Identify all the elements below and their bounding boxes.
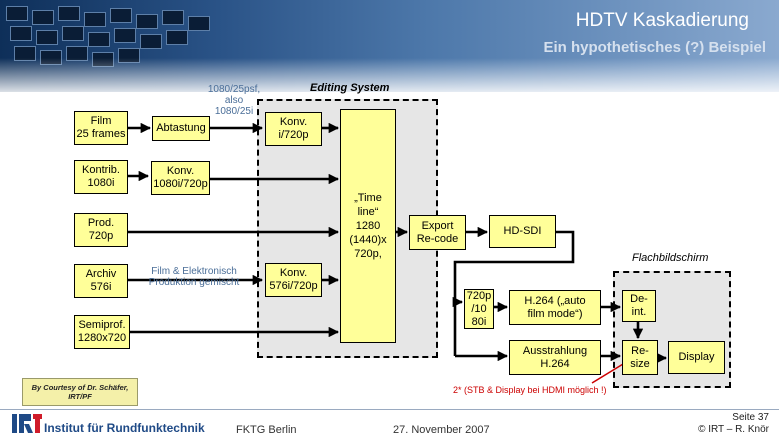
flachbildschirm-label: Flachbildschirm	[632, 252, 709, 264]
header-fade	[0, 58, 779, 98]
logo-text: Institut für Rundfunktechnik	[44, 421, 205, 435]
node-konv-576i-720p: Konv. 576i/720p	[265, 263, 322, 297]
monitor-wall-graphic	[6, 4, 256, 70]
slide-title: HDTV Kaskadierung	[575, 10, 749, 31]
editing-system-label: Editing System	[310, 82, 390, 94]
film-elektronisch-note: Film & Elektronisch Produktion gemischt	[148, 266, 240, 288]
node-timeline: „Time line“ 1280 (1440)x 720p,	[340, 109, 396, 343]
node-display: Display	[668, 341, 725, 374]
format-note: 1080/25psf, also 1080/25i	[207, 84, 261, 117]
footer-divider	[0, 409, 779, 410]
node-prod: Prod. 720p	[74, 213, 128, 247]
node-ausstrahlung-h264: Ausstrahlung H.264	[509, 340, 601, 375]
node-semiprof: Semiprof. 1280x720	[74, 315, 130, 349]
node-film: Film 25 frames	[74, 111, 128, 145]
node-konv-i-720p: Konv. i/720p	[265, 112, 322, 146]
node-deint: De- int.	[622, 290, 656, 322]
courtesy-line-2: IRT/PF	[68, 392, 92, 401]
line-hdsdi-route	[453, 230, 575, 356]
node-konv-1080i-720p: Konv. 1080i/720p	[151, 161, 210, 195]
node-export-recode: Export Re-code	[409, 215, 466, 250]
node-720p-1080i-converter: 720p /10 80i	[464, 289, 494, 329]
copyright: © IRT – R. Knör	[698, 424, 769, 435]
page-info: Seite 37 © IRT – R. Knör	[698, 412, 769, 436]
node-abtastung: Abtastung	[152, 116, 210, 141]
irt-logo-icon	[12, 414, 42, 433]
node-kontrib: Kontrib. 1080i	[74, 160, 128, 194]
footer-event: FKTG Berlin	[236, 424, 297, 436]
page-number: Seite 37	[732, 412, 769, 423]
hdmi-note: 2* (STB & Display bei HDMI möglich !)	[453, 385, 607, 395]
node-resize: Re- size	[622, 340, 658, 375]
courtesy-box: By Courtesy of Dr. Schäfer, IRT/PF	[22, 378, 138, 406]
node-h264-auto-film-mode: H.264 („auto film mode“)	[509, 290, 601, 325]
node-archiv: Archiv 576i	[74, 264, 128, 298]
slide-subtitle: Ein hypothetisches (?) Beispiel	[543, 39, 766, 56]
footer-date: 27. November 2007	[393, 424, 490, 436]
node-hdsdi: HD-SDI	[489, 215, 556, 248]
courtesy-line-1: By Courtesy of Dr. Schäfer,	[31, 383, 129, 392]
